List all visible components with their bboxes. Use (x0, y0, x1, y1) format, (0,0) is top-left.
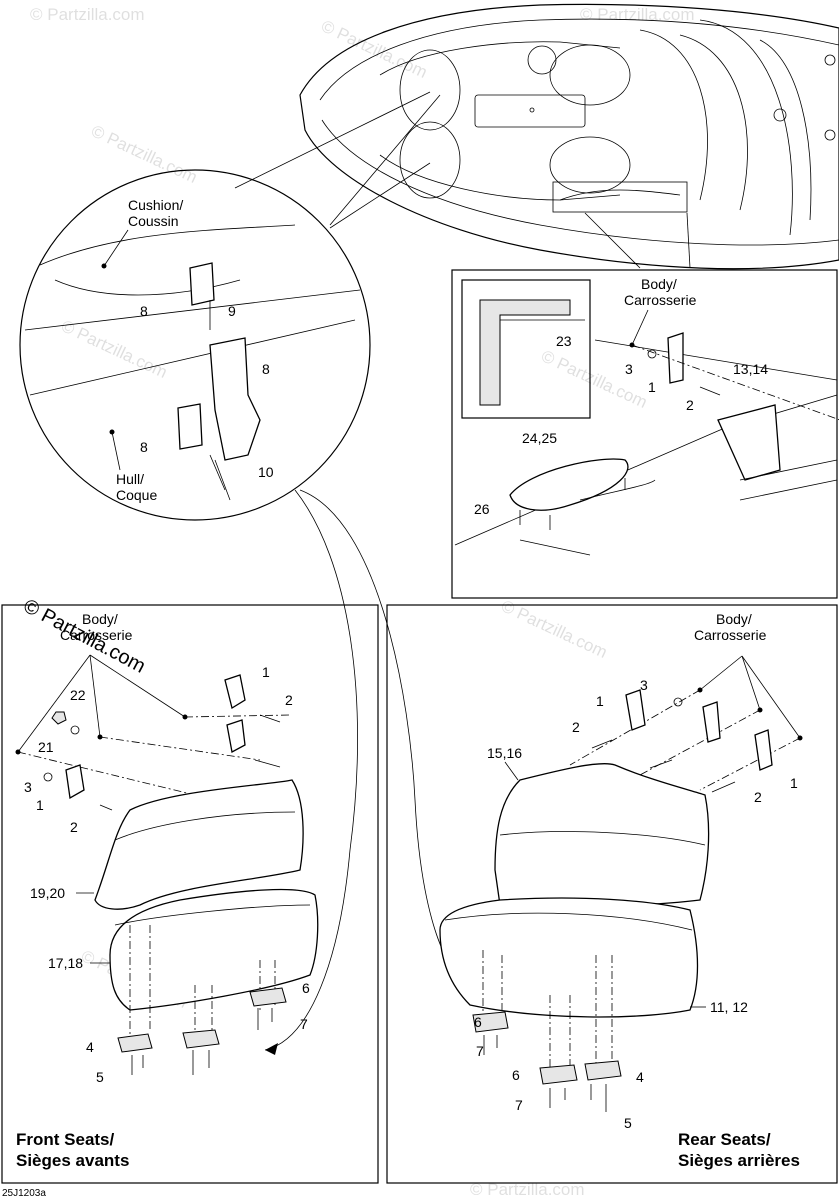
body-rear-label-2: Carrosserie (694, 627, 767, 643)
callout-19-20: 19,20 (30, 885, 65, 901)
front-seats-title-1: Front Seats/ (16, 1130, 115, 1149)
svg-text:© Partzilla.com: © Partzilla.com (58, 316, 170, 382)
callout-1-top: 1 (648, 379, 656, 395)
callout-1-rear: 1 (596, 693, 604, 709)
callout-3-front: 3 (24, 779, 32, 795)
hull-label-1: Hull/ (116, 471, 144, 487)
callout-2-front-b: 2 (285, 692, 293, 708)
callout-6-rear: 6 (474, 1014, 482, 1030)
callout-17-18: 17,18 (48, 955, 83, 971)
callout-15-16: 15,16 (487, 745, 522, 761)
callout-5-rear: 5 (624, 1115, 632, 1131)
callout-2-rear: 2 (572, 719, 580, 735)
body-front-label-2: Carrosserie (60, 627, 133, 643)
callout-21: 21 (38, 739, 54, 755)
callout-2-top: 2 (686, 397, 694, 413)
rear-seats-title-2: Sièges arrières (678, 1151, 800, 1170)
svg-text:© Partzilla.com: © Partzilla.com (580, 5, 695, 24)
callout-7-front: 7 (300, 1016, 308, 1032)
callout-23: 23 (556, 333, 572, 349)
callout-11-12: 11, 12 (710, 999, 748, 1015)
svg-text:© Partzilla.com: © Partzilla.com (30, 5, 145, 24)
callout-24-25: 24,25 (522, 430, 557, 446)
hull-label-2: Coque (116, 487, 157, 503)
callout-3-top: 3 (625, 361, 633, 377)
faint-watermarks: © Partzilla.com © Partzilla.com © Partzi… (30, 5, 695, 1199)
callout-8b: 8 (262, 361, 270, 377)
rear-seats-panel (386, 604, 838, 1184)
svg-text:© Partzilla.com: © Partzilla.com (470, 1180, 585, 1199)
callout-5-front: 5 (96, 1069, 104, 1085)
callout-2-front: 2 (70, 819, 78, 835)
callout-1-front-b: 1 (262, 664, 270, 680)
callout-2-rear-b: 2 (754, 789, 762, 805)
body-detail-box (451, 269, 839, 599)
callout-6-rear-b: 6 (512, 1067, 520, 1083)
body-front-label-1: Body/ (82, 611, 118, 627)
callout-13-14: 13,14 (733, 361, 768, 377)
front-seats-title-2: Sièges avants (16, 1151, 129, 1170)
callout-4-front: 4 (86, 1039, 94, 1055)
body-top-label-1: Body/ (641, 276, 677, 292)
front-seats-panel (1, 604, 379, 1184)
svg-text:© Partzilla.com: © Partzilla.com (538, 346, 650, 412)
detail-circle (19, 169, 371, 521)
callout-8c: 8 (140, 439, 148, 455)
cushion-label-1: Cushion/ (128, 197, 183, 213)
callout-1-front: 1 (36, 797, 44, 813)
cushion-label-2: Coussin (128, 213, 179, 229)
callout-22: 22 (70, 687, 86, 703)
body-top-label-2: Carrosserie (624, 292, 697, 308)
callout-7-rear: 7 (476, 1043, 484, 1059)
callout-4-rear: 4 (636, 1069, 644, 1085)
callout-10: 10 (258, 464, 274, 480)
figure-code: 25J1203a (2, 1188, 46, 1199)
callout-1-rear-b: 1 (790, 775, 798, 791)
svg-text:© Partzilla.com: © Partzilla.com (318, 16, 430, 82)
callout-7-rear-b: 7 (515, 1097, 523, 1113)
rear-seats-title-1: Rear Seats/ (678, 1130, 771, 1149)
body-rear-label-1: Body/ (716, 611, 752, 627)
svg-text:© Partzilla.com: © Partzilla.com (498, 596, 610, 662)
callout-9: 9 (228, 303, 236, 319)
callout-3-rear: 3 (640, 677, 648, 693)
callout-26: 26 (474, 501, 490, 517)
boat-top-view (299, 3, 839, 270)
callout-6-front: 6 (302, 980, 310, 996)
callout-8a: 8 (140, 303, 148, 319)
